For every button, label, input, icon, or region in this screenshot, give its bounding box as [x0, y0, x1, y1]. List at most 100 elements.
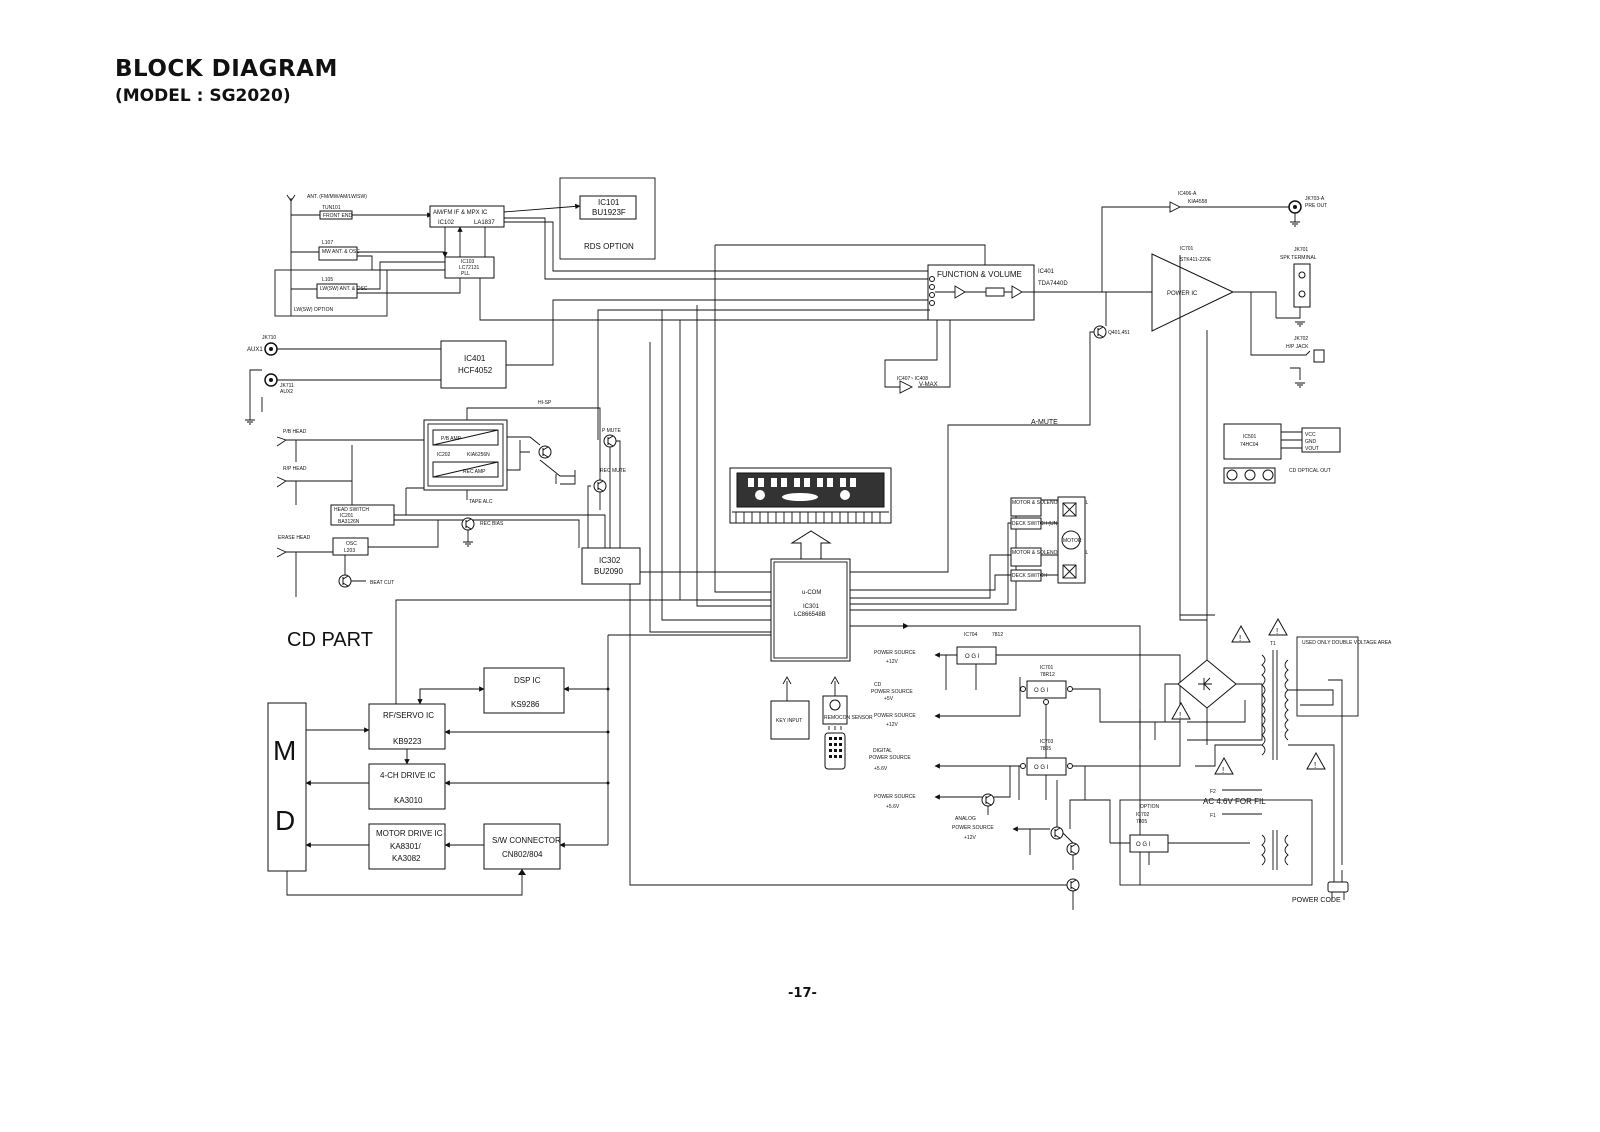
voltage-note: USED ONLY DOUBLE VOLTAGE AREA	[1302, 640, 1392, 646]
motor-control-1-label: MOTOR & SOLENOID CONTROL	[1012, 500, 1089, 506]
tape-alc-label: TAPE ALC	[469, 499, 493, 505]
osc-block	[332, 537, 369, 556]
sw-connector-block	[483, 823, 561, 870]
gnd-label: GND	[1305, 439, 1317, 445]
display-arrow	[790, 530, 832, 560]
ic703-block	[1026, 757, 1067, 776]
mw-ant-label: MW ANT. & OSC	[322, 249, 360, 255]
aux1-label: AUX1	[247, 347, 263, 353]
motor-control-2-label: MOTOR & SOLENOID CONTROL	[1012, 550, 1089, 556]
ps5-label: POWER SOURCE	[874, 794, 916, 800]
audio-section: FUNCTION & VOLUME IC401 TDA7440D IC407~ …	[715, 191, 1327, 573]
pre-out-label: PRE OUT	[1305, 203, 1327, 209]
jk710-label: JK710	[262, 335, 276, 341]
motor-drive-part2: KA3082	[392, 854, 421, 863]
svg-text:!: !	[1222, 766, 1224, 775]
motor-label: MOTOR	[1063, 538, 1082, 544]
ic704-label: IC704	[964, 632, 978, 638]
ic301-part: LC866548B	[794, 612, 826, 618]
motor-drive-block	[368, 823, 446, 870]
motor-control-2	[1010, 547, 1042, 567]
mw-ant-block	[318, 246, 358, 261]
vout-label: VOUT	[1305, 446, 1319, 452]
ic103-part: LC72131	[459, 265, 480, 271]
jk702-label: JK702	[1294, 336, 1308, 342]
ic501-part: 74HC04	[1240, 442, 1259, 448]
ac-fil-label: AC 4.6V FOR FIL	[1203, 797, 1266, 806]
f1-label: F1	[1210, 813, 1216, 819]
ucom-label: u-COM	[802, 590, 821, 596]
svg-text:!: !	[1179, 711, 1181, 720]
drive-part: KA3010	[394, 796, 423, 805]
ic401-label: IC401	[464, 354, 486, 363]
dsp-ic-block	[483, 667, 565, 714]
ic701-label: IC701	[1180, 246, 1194, 252]
power-ic-block	[1151, 253, 1235, 332]
ic102-title: AM/FM IF & MPX IC	[433, 210, 488, 216]
power-ic-label: POWER IC	[1167, 291, 1198, 297]
ic101-part: BU1923F	[592, 208, 626, 217]
ic302-block	[581, 547, 641, 585]
ic701r-ogi: O G I	[1034, 688, 1049, 694]
ic703-part: 7805	[1040, 746, 1051, 752]
l107-label: L107	[322, 240, 333, 246]
rf-servo-label: RF/SERVO IC	[383, 711, 434, 720]
drive-4ch-label: 4-CH DRIVE IC	[380, 771, 436, 780]
q401-label: Q401,451	[1108, 330, 1130, 336]
lw-sw-ant-block	[316, 283, 358, 299]
ic103-label: IC103	[461, 259, 475, 265]
ic501-label: IC501	[1243, 434, 1257, 440]
digital-2: POWER SOURCE	[869, 755, 911, 761]
cd-ps-v: +5V	[884, 696, 894, 702]
l203-label: L203	[344, 548, 355, 554]
page-number: -17-	[788, 986, 817, 1001]
ic701-part: STK411-220E	[1180, 257, 1212, 263]
key-input-label: KEY INPUT	[776, 718, 802, 724]
rec-bias-label: REC BIAS	[480, 521, 504, 527]
ic102-label: IC102	[438, 220, 455, 226]
optical-section: IC501 74HC04 VCC GND VOUT CD OPTICAL OUT	[1223, 423, 1341, 484]
motor-drive-part1: KA8301/	[390, 842, 421, 851]
ic702-label: IC702	[1136, 812, 1150, 818]
hp-jack-label: H/P JACK	[1286, 344, 1309, 350]
analog-1: ANALOG	[955, 816, 976, 822]
ic703-ogi: O G I	[1034, 765, 1049, 771]
warning-icon-4: !	[1214, 757, 1234, 775]
ic101-label: IC101	[598, 198, 620, 207]
ic401-block	[440, 340, 507, 389]
option-frame	[1119, 799, 1313, 886]
ic401b-label: IC401	[1038, 269, 1055, 275]
m-label: M	[273, 735, 296, 766]
vmax-label: V-MAX	[919, 382, 938, 388]
ic401-part: HCF4052	[458, 366, 493, 375]
ic302-label: IC302	[599, 556, 621, 565]
power-section: POWER SOURCE +12V IC704 7812 O G I CD PO…	[869, 255, 1392, 910]
function-volume-label: FUNCTION & VOLUME	[937, 270, 1022, 279]
remocon-label: REMOCON SENSOR	[824, 715, 873, 721]
ic701r-block	[1026, 680, 1067, 699]
front-end-label: FRONT END	[323, 213, 352, 219]
aux-section: JK710 AUX1 JK711 AUX2 IC401 HCF4052	[244, 299, 930, 425]
warning-icon-1: !	[1231, 625, 1251, 643]
deck-switch-1-label: DECK SWITCH (UNUSE)	[1012, 521, 1070, 527]
function-volume-block	[927, 264, 1035, 321]
analog-v: +12V	[964, 835, 976, 841]
jk703a-label: JK703-A	[1305, 196, 1325, 202]
ic201-label: IC201	[340, 513, 354, 519]
lw-sw-option-label: LW(SW) OPTION	[294, 307, 333, 313]
warning-icon-5: !	[1306, 752, 1326, 770]
jk711-label: JK711	[280, 383, 294, 389]
head-switch-label: HEAD SWITCH	[334, 507, 369, 513]
rds-option-frame	[559, 177, 656, 260]
a-mute-label: A-MUTE	[1031, 419, 1058, 426]
ic702-part: 7805	[1136, 819, 1147, 825]
power-plug	[1327, 881, 1349, 893]
ic701r-part: 78R12	[1040, 672, 1055, 678]
rds-option-label: RDS OPTION	[584, 242, 634, 251]
t1-label: T1	[1270, 641, 1276, 647]
spk-terminal	[1293, 263, 1311, 308]
ic704-block	[956, 646, 997, 665]
aux2-label: AUX2	[280, 389, 293, 395]
cd-ps-2: POWER SOURCE	[871, 689, 913, 695]
ic202-part: KIA6256N	[467, 452, 490, 458]
